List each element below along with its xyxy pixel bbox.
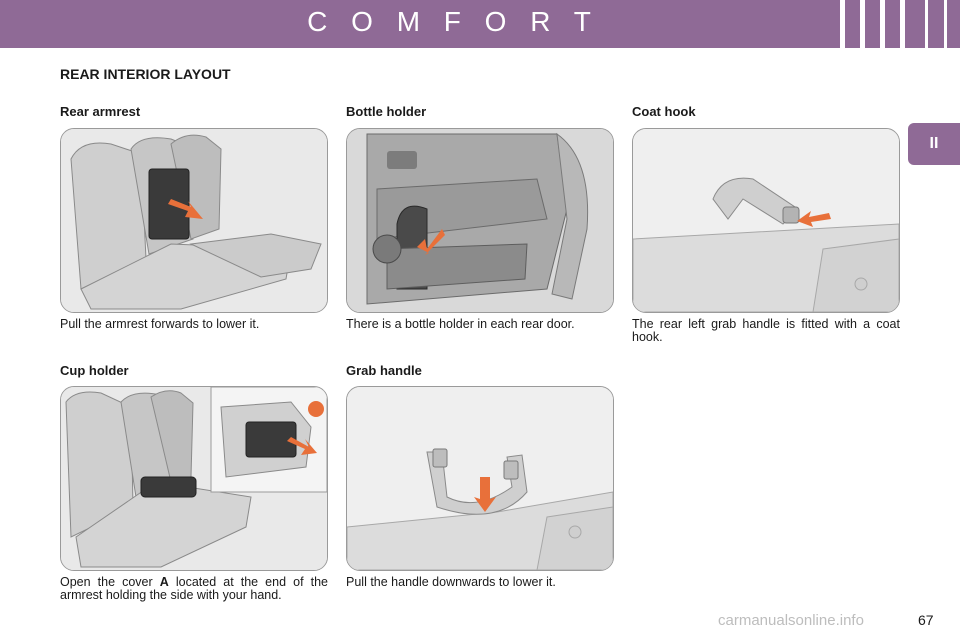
cover-label: A bbox=[159, 575, 169, 589]
cup-holder-text: Open the cover A located at the end of t… bbox=[60, 576, 328, 602]
coat-hook-illustration bbox=[632, 128, 900, 313]
page-title: C O M F O R T bbox=[307, 6, 599, 37]
cup-holder-text-end: located at the end of the armrest holdin… bbox=[60, 575, 328, 602]
section-title: REAR INTERIOR LAYOUT bbox=[60, 66, 231, 82]
header-stripe bbox=[925, 0, 928, 48]
bottle-holder-illustration bbox=[346, 128, 614, 313]
header-stripe bbox=[944, 0, 947, 48]
header-stripe bbox=[900, 0, 905, 48]
cup-holder-illustration bbox=[60, 386, 328, 571]
cup-holder-text-start: Open the cover bbox=[60, 575, 160, 589]
rear-armrest-text: Pull the armrest forwards to lower it. bbox=[60, 317, 260, 331]
grab-handle-text: Pull the handle downwards to lower it. bbox=[346, 575, 556, 589]
header-stripe bbox=[880, 0, 885, 48]
chapter-tab[interactable]: II bbox=[908, 123, 960, 165]
header-stripe bbox=[840, 0, 845, 48]
caption-cup-holder: Cup holder bbox=[60, 363, 129, 378]
rear-armrest-illustration bbox=[60, 128, 328, 313]
caption-grab-handle: Grab handle bbox=[346, 363, 422, 378]
caption-bottle-holder: Bottle holder bbox=[346, 104, 427, 119]
watermark: carmanualsonline.info bbox=[718, 612, 864, 629]
coat-hook-text: The rear left grab handle is fitted with… bbox=[632, 317, 900, 344]
caption-coat-hook: Coat hook bbox=[632, 104, 696, 119]
page-number: 67 bbox=[918, 612, 934, 628]
caption-rear-armrest: Rear armrest bbox=[60, 104, 141, 119]
header-stripe bbox=[860, 0, 865, 48]
bottle-holder-text: There is a bottle holder in each rear do… bbox=[346, 317, 575, 331]
header-bar: C O M F O R T bbox=[0, 0, 960, 48]
grab-handle-illustration bbox=[346, 386, 614, 571]
